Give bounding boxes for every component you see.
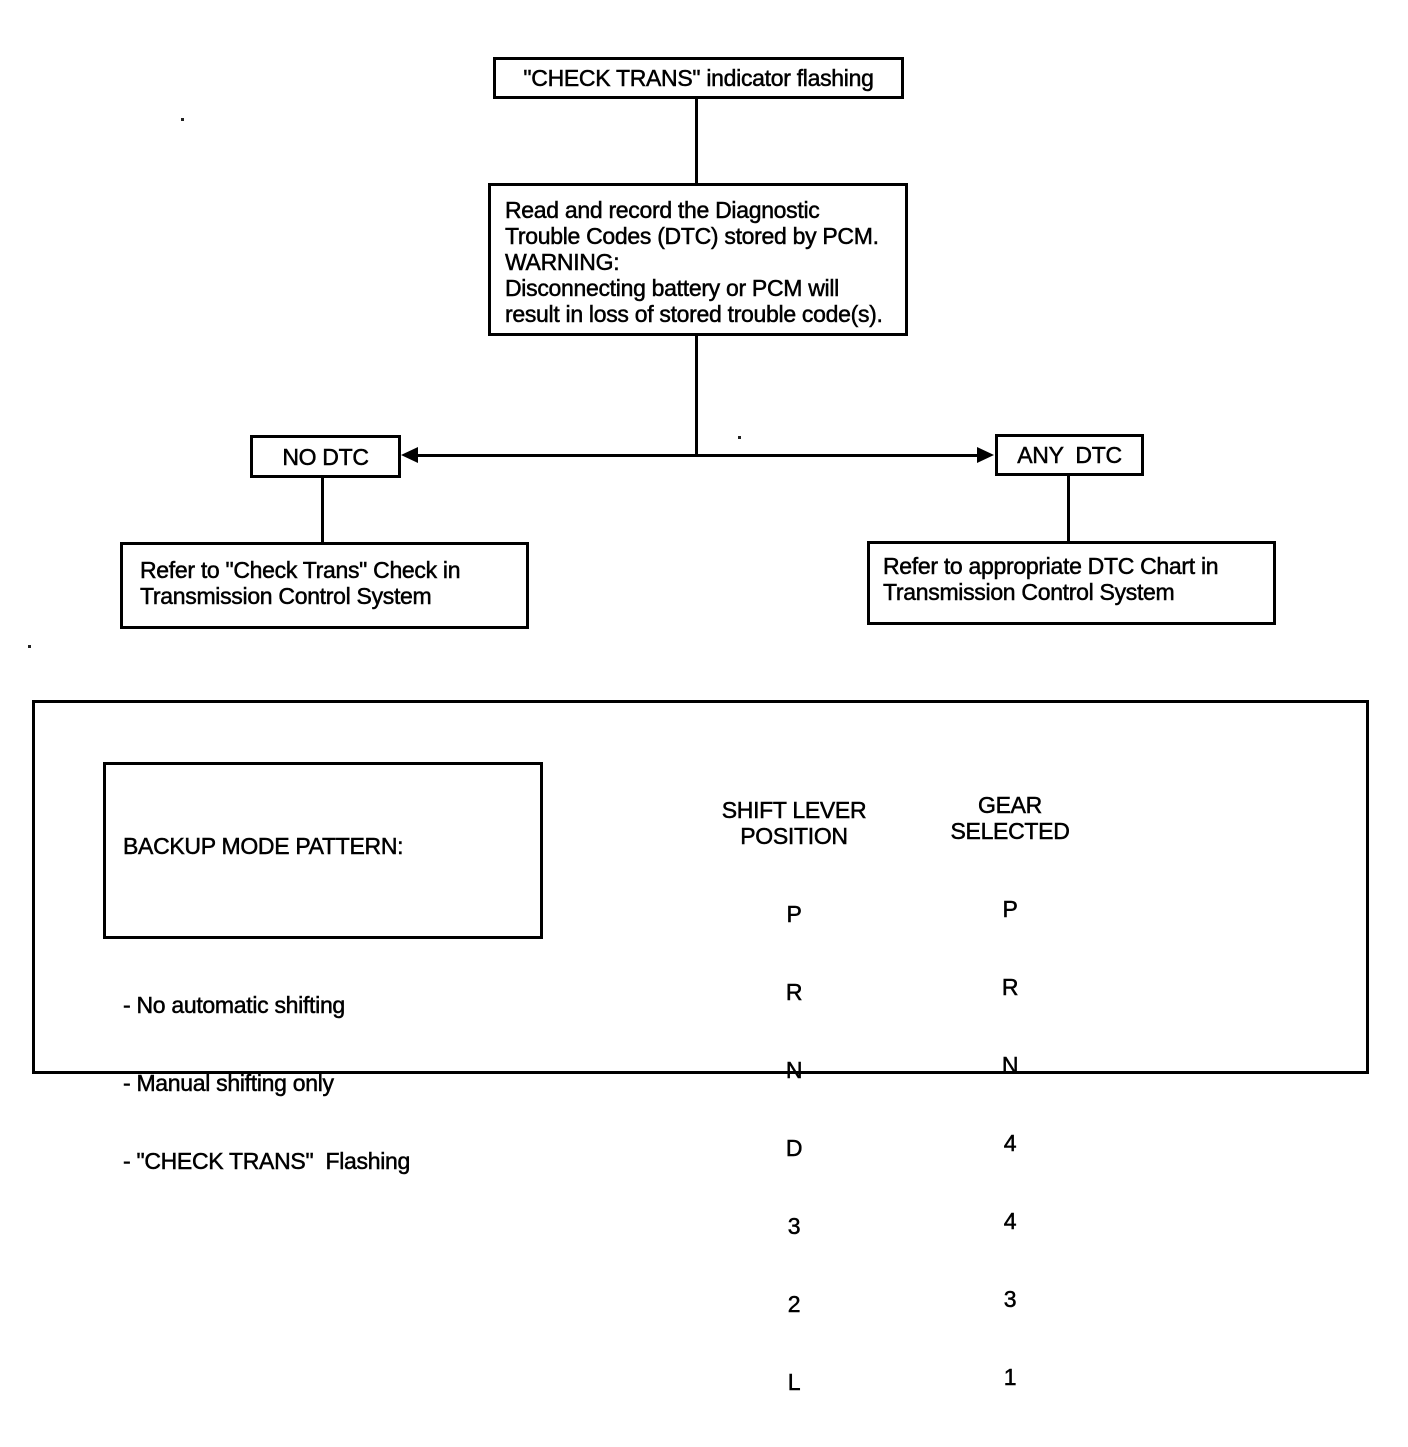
box-refer-dtc-chart: Refer to appropriate DTC Chart in Transm… [867, 541, 1276, 625]
shift-lever-cell: N [785, 1057, 803, 1084]
shift-lever-cell: L [787, 1369, 801, 1396]
box-no-dtc: NO DTC [250, 435, 401, 478]
connector-read-to-branch [695, 333, 698, 457]
gear-selected-cell: R [1001, 974, 1019, 1001]
shift-lever-cell: 3 [787, 1213, 801, 1240]
gear-selected-cell: P [1002, 896, 1018, 923]
gear-selected-cell: 4 [1003, 1208, 1017, 1235]
box-refer-check-trans: Refer to "Check Trans" Check in Transmis… [120, 542, 529, 629]
arrowhead-right-icon [977, 447, 994, 463]
connector-no-dtc-action [321, 476, 324, 543]
scan-speck [181, 118, 184, 121]
backup-mode-item: - Manual shifting only [123, 1070, 335, 1097]
gear-selected-cell: N [1001, 1052, 1019, 1079]
gear-selected-cell: 4 [1003, 1130, 1017, 1157]
box-any-dtc: ANY DTC [995, 434, 1144, 476]
connector-start-to-read [695, 97, 698, 186]
scan-speck [738, 436, 741, 439]
connector-any-dtc-action [1067, 474, 1070, 542]
gear-selected-column: GEAR SELECTED P R N 4 4 3 1 [920, 740, 1100, 1442]
branch-horizontal-line [412, 454, 984, 457]
box-check-trans-indicator: "CHECK TRANS" indicator flashing [493, 57, 904, 99]
shift-lever-header: SHIFT LEVER POSITION [721, 797, 867, 850]
gear-selected-cell: 1 [1003, 1364, 1017, 1391]
gear-selected-header: GEAR SELECTED [950, 792, 1070, 845]
shift-lever-cell: 2 [787, 1291, 801, 1318]
backup-mode-title: BACKUP MODE PATTERN: [123, 833, 404, 860]
shift-lever-cell: P [786, 901, 802, 928]
backup-mode-item: - No automatic shifting [123, 992, 346, 1019]
gear-selected-cell: 3 [1003, 1286, 1017, 1313]
flowchart-page: "CHECK TRANS" indicator flashing Read an… [28, 57, 1369, 1396]
shift-lever-column: SHIFT LEVER POSITION P R N D 3 2 L [704, 745, 884, 1447]
arrowhead-left-icon [401, 447, 418, 463]
scan-speck [28, 645, 31, 648]
backup-mode-item: - "CHECK TRANS" Flashing [123, 1148, 411, 1175]
shift-lever-cell: D [785, 1135, 803, 1162]
box-read-dtc-warning: Read and record the Diagnostic Trouble C… [488, 183, 908, 336]
shift-lever-cell: R [785, 979, 803, 1006]
box-backup-mode-pattern: BACKUP MODE PATTERN: - No automatic shif… [103, 762, 543, 1174]
